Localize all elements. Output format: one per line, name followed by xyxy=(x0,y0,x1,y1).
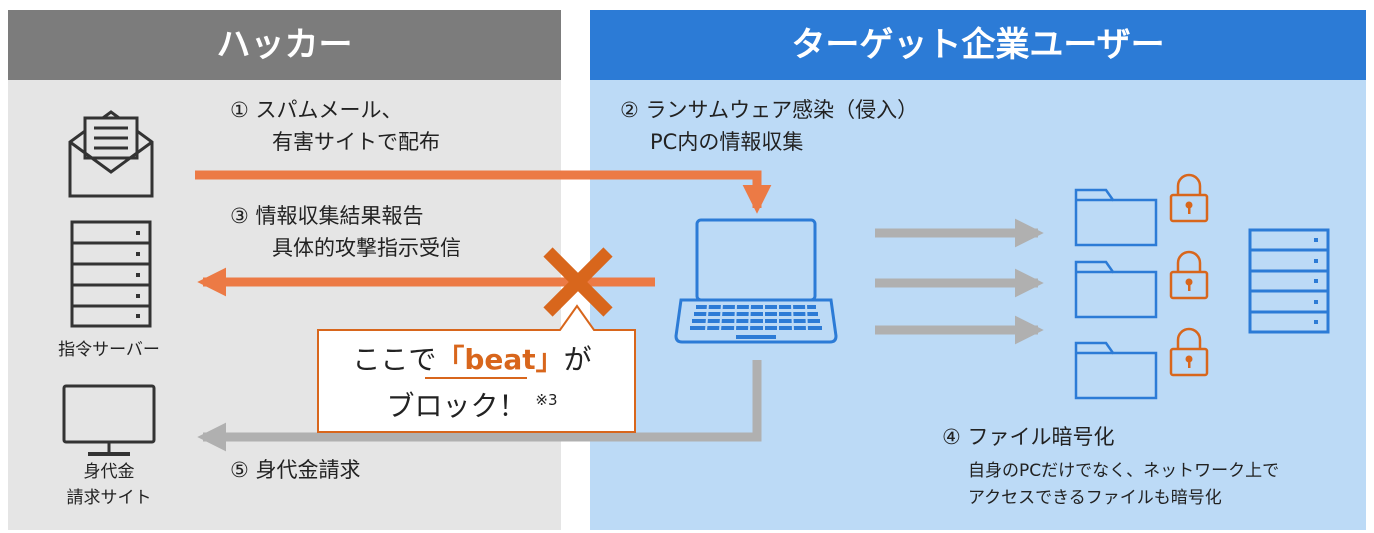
step1-line2: 有害サイトで配布 xyxy=(272,130,440,154)
step3-line1: ③ 情報収集結果報告 xyxy=(230,204,424,228)
target-header xyxy=(590,10,1366,80)
callout-line2-row: ブロック！ ※3 xyxy=(322,380,622,426)
block-x-icon xyxy=(543,247,613,317)
callout-line2: ブロック！ xyxy=(386,389,527,423)
folder-icon xyxy=(1074,188,1158,247)
step4-title: ④ ファイル暗号化 xyxy=(942,425,1115,449)
folder-icon xyxy=(1074,260,1158,319)
padlock-icon xyxy=(1169,250,1209,300)
callout-note: ※3 xyxy=(535,391,558,409)
step5-label: ⑤ 身代金請求 xyxy=(230,458,361,482)
callout-bubble xyxy=(317,304,636,433)
callout-suffix: が xyxy=(563,343,592,376)
folder-icon xyxy=(1074,341,1158,400)
callout-line1: ここで「beat」が xyxy=(322,340,622,380)
arrow-step1 xyxy=(195,170,772,214)
step1-line1: ① スパムメール、 xyxy=(230,98,403,122)
target-panel xyxy=(590,10,1366,530)
ransom-site-label-line2: 請求サイト xyxy=(66,488,152,508)
monitor-icon xyxy=(62,384,156,452)
hacker-header xyxy=(8,10,561,80)
step4-desc-line2: アクセスできるファイルも暗号化 xyxy=(968,488,1222,508)
mail-envelope-icon xyxy=(68,110,154,198)
padlock-icon xyxy=(1169,173,1209,223)
step3-line2: 具体的攻撃指示受信 xyxy=(272,236,461,260)
callout-brand: 「beat」 xyxy=(436,343,564,376)
arrow-step5 xyxy=(197,360,762,452)
server-rack-icon xyxy=(1248,228,1330,334)
callout-prefix: ここで xyxy=(352,343,437,376)
step2-line1: ② ランサムウェア感染（侵入） xyxy=(620,98,919,122)
ransom-site-label-line1: 身代金 xyxy=(83,462,135,482)
server-rack-icon xyxy=(70,220,152,328)
target-title: ターゲット企業ユーザー xyxy=(791,25,1165,65)
step2-line2: PC内の情報収集 xyxy=(650,130,804,154)
padlock-icon xyxy=(1169,327,1209,377)
laptop-icon xyxy=(674,218,838,344)
hacker-title: ハッカー xyxy=(216,25,353,65)
step4-desc-line1: 自身のPCだけでなく、ネットワーク上で xyxy=(968,461,1280,481)
command-server-label: 指令サーバー xyxy=(58,340,160,360)
callout-text: ここで「beat」が ブロック！ ※3 xyxy=(322,340,622,426)
